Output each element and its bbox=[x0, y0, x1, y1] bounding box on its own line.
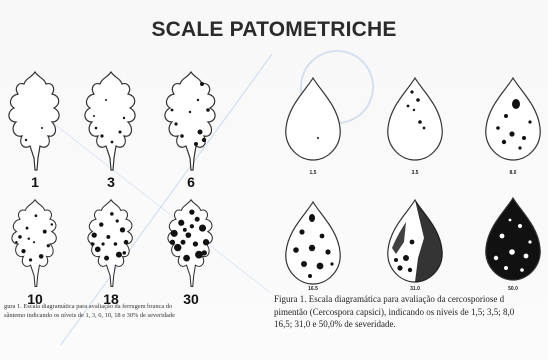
lobed-leaf-3 bbox=[82, 70, 140, 174]
lobed-leaf-6 bbox=[162, 70, 220, 174]
caption-line: 16,5; 31,0 e 50,0% de severidade. bbox=[274, 318, 548, 331]
ovate-leaf-1-5 bbox=[282, 76, 344, 162]
caption-line: sântemo indicando os níveis de 1, 3, 6, … bbox=[4, 311, 262, 320]
ovate-leaf-8-0 bbox=[482, 76, 544, 162]
caption-line: pimentão (Cercospora capsici), indicando… bbox=[274, 306, 548, 319]
lobed-leaf-10 bbox=[6, 198, 64, 290]
lobed-leaf-30 bbox=[162, 198, 220, 290]
severity-label: 3.5 bbox=[403, 170, 427, 176]
lobed-leaf-1 bbox=[6, 70, 64, 174]
severity-label: 1 bbox=[15, 174, 55, 190]
ovate-leaf-31-0 bbox=[384, 196, 446, 286]
severity-label: 31.0 bbox=[403, 286, 427, 292]
severity-label: 8.0 bbox=[501, 170, 525, 176]
caption-line: gura 1. Escala diagramática para avaliaç… bbox=[4, 302, 262, 311]
severity-label: 16.5 bbox=[301, 286, 325, 292]
ovate-leaf-16-5 bbox=[282, 200, 344, 286]
severity-label: 1.5 bbox=[301, 170, 325, 176]
ovate-leaf-50-0 bbox=[482, 192, 544, 286]
ovate-leaf-3-5 bbox=[384, 76, 446, 162]
severity-label: 3 bbox=[91, 174, 131, 190]
caption-line: Figura 1. Escala diagramática para avali… bbox=[274, 293, 548, 306]
lobed-leaf-18 bbox=[82, 198, 140, 290]
severity-label: 6 bbox=[171, 174, 211, 190]
right-figure-caption: Figura 1. Escala diagramática para avali… bbox=[274, 293, 548, 331]
left-figure-caption: gura 1. Escala diagramática para avaliaç… bbox=[4, 302, 262, 320]
slide-title: SCALE PATOMETRICHE bbox=[0, 18, 548, 42]
severity-label: 50.0 bbox=[501, 286, 525, 292]
